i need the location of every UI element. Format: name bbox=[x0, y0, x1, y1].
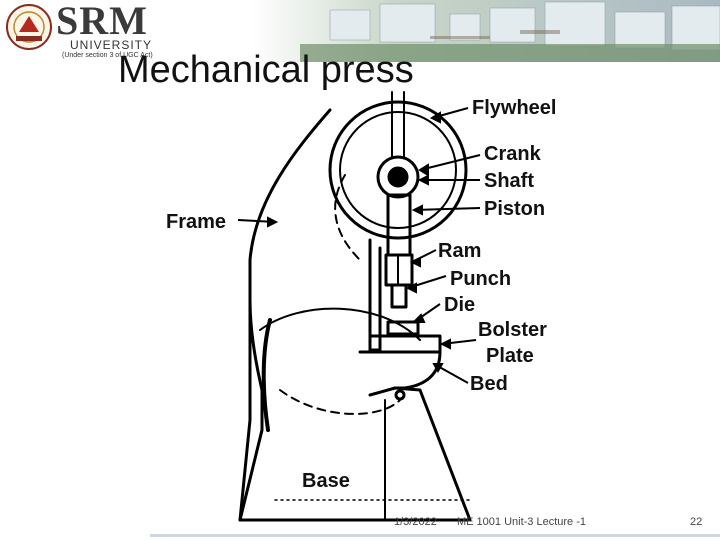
piston-shape bbox=[386, 193, 412, 257]
brand-note: (Under section 3 of UGC Act) bbox=[62, 52, 153, 59]
footer-divider bbox=[150, 534, 720, 537]
header-banner bbox=[0, 0, 720, 62]
label-bolster: Bolster bbox=[478, 319, 547, 341]
university-logo bbox=[4, 2, 164, 62]
label-punch: Punch bbox=[450, 268, 511, 290]
footer-date: 1/3/2022 bbox=[394, 516, 437, 528]
footer-course: ME 1001 Unit-3 Lecture -1 bbox=[457, 516, 587, 528]
label-flywheel: Flywheel bbox=[472, 97, 556, 119]
flywheel-shape bbox=[328, 100, 468, 240]
frame-shape bbox=[238, 108, 332, 522]
brand-subtitle: UNIVERSITY bbox=[70, 38, 153, 52]
punch-shape bbox=[390, 283, 408, 309]
campus-buildings-image bbox=[329, 1, 720, 51]
label-base: Base bbox=[302, 470, 350, 492]
bed-shape bbox=[358, 350, 442, 390]
label-ram: Ram bbox=[438, 240, 481, 262]
label-crank: Crank bbox=[484, 143, 542, 165]
label-piston: Piston bbox=[484, 198, 545, 220]
label-frame: Frame bbox=[166, 211, 226, 233]
crank-shaft-hub bbox=[376, 155, 420, 199]
die-shape bbox=[386, 320, 420, 336]
label-shaft: Shaft bbox=[484, 170, 534, 192]
label-bed: Bed bbox=[470, 373, 508, 395]
crest-emblem-icon bbox=[6, 4, 52, 50]
base-shape bbox=[238, 386, 472, 522]
label-die: Die bbox=[444, 294, 475, 316]
brand-name: SRM bbox=[56, 0, 148, 43]
label-plate: Plate bbox=[486, 345, 534, 367]
footer-page-number: 22 bbox=[690, 516, 703, 528]
slide-title: Mechanical press bbox=[118, 49, 414, 91]
